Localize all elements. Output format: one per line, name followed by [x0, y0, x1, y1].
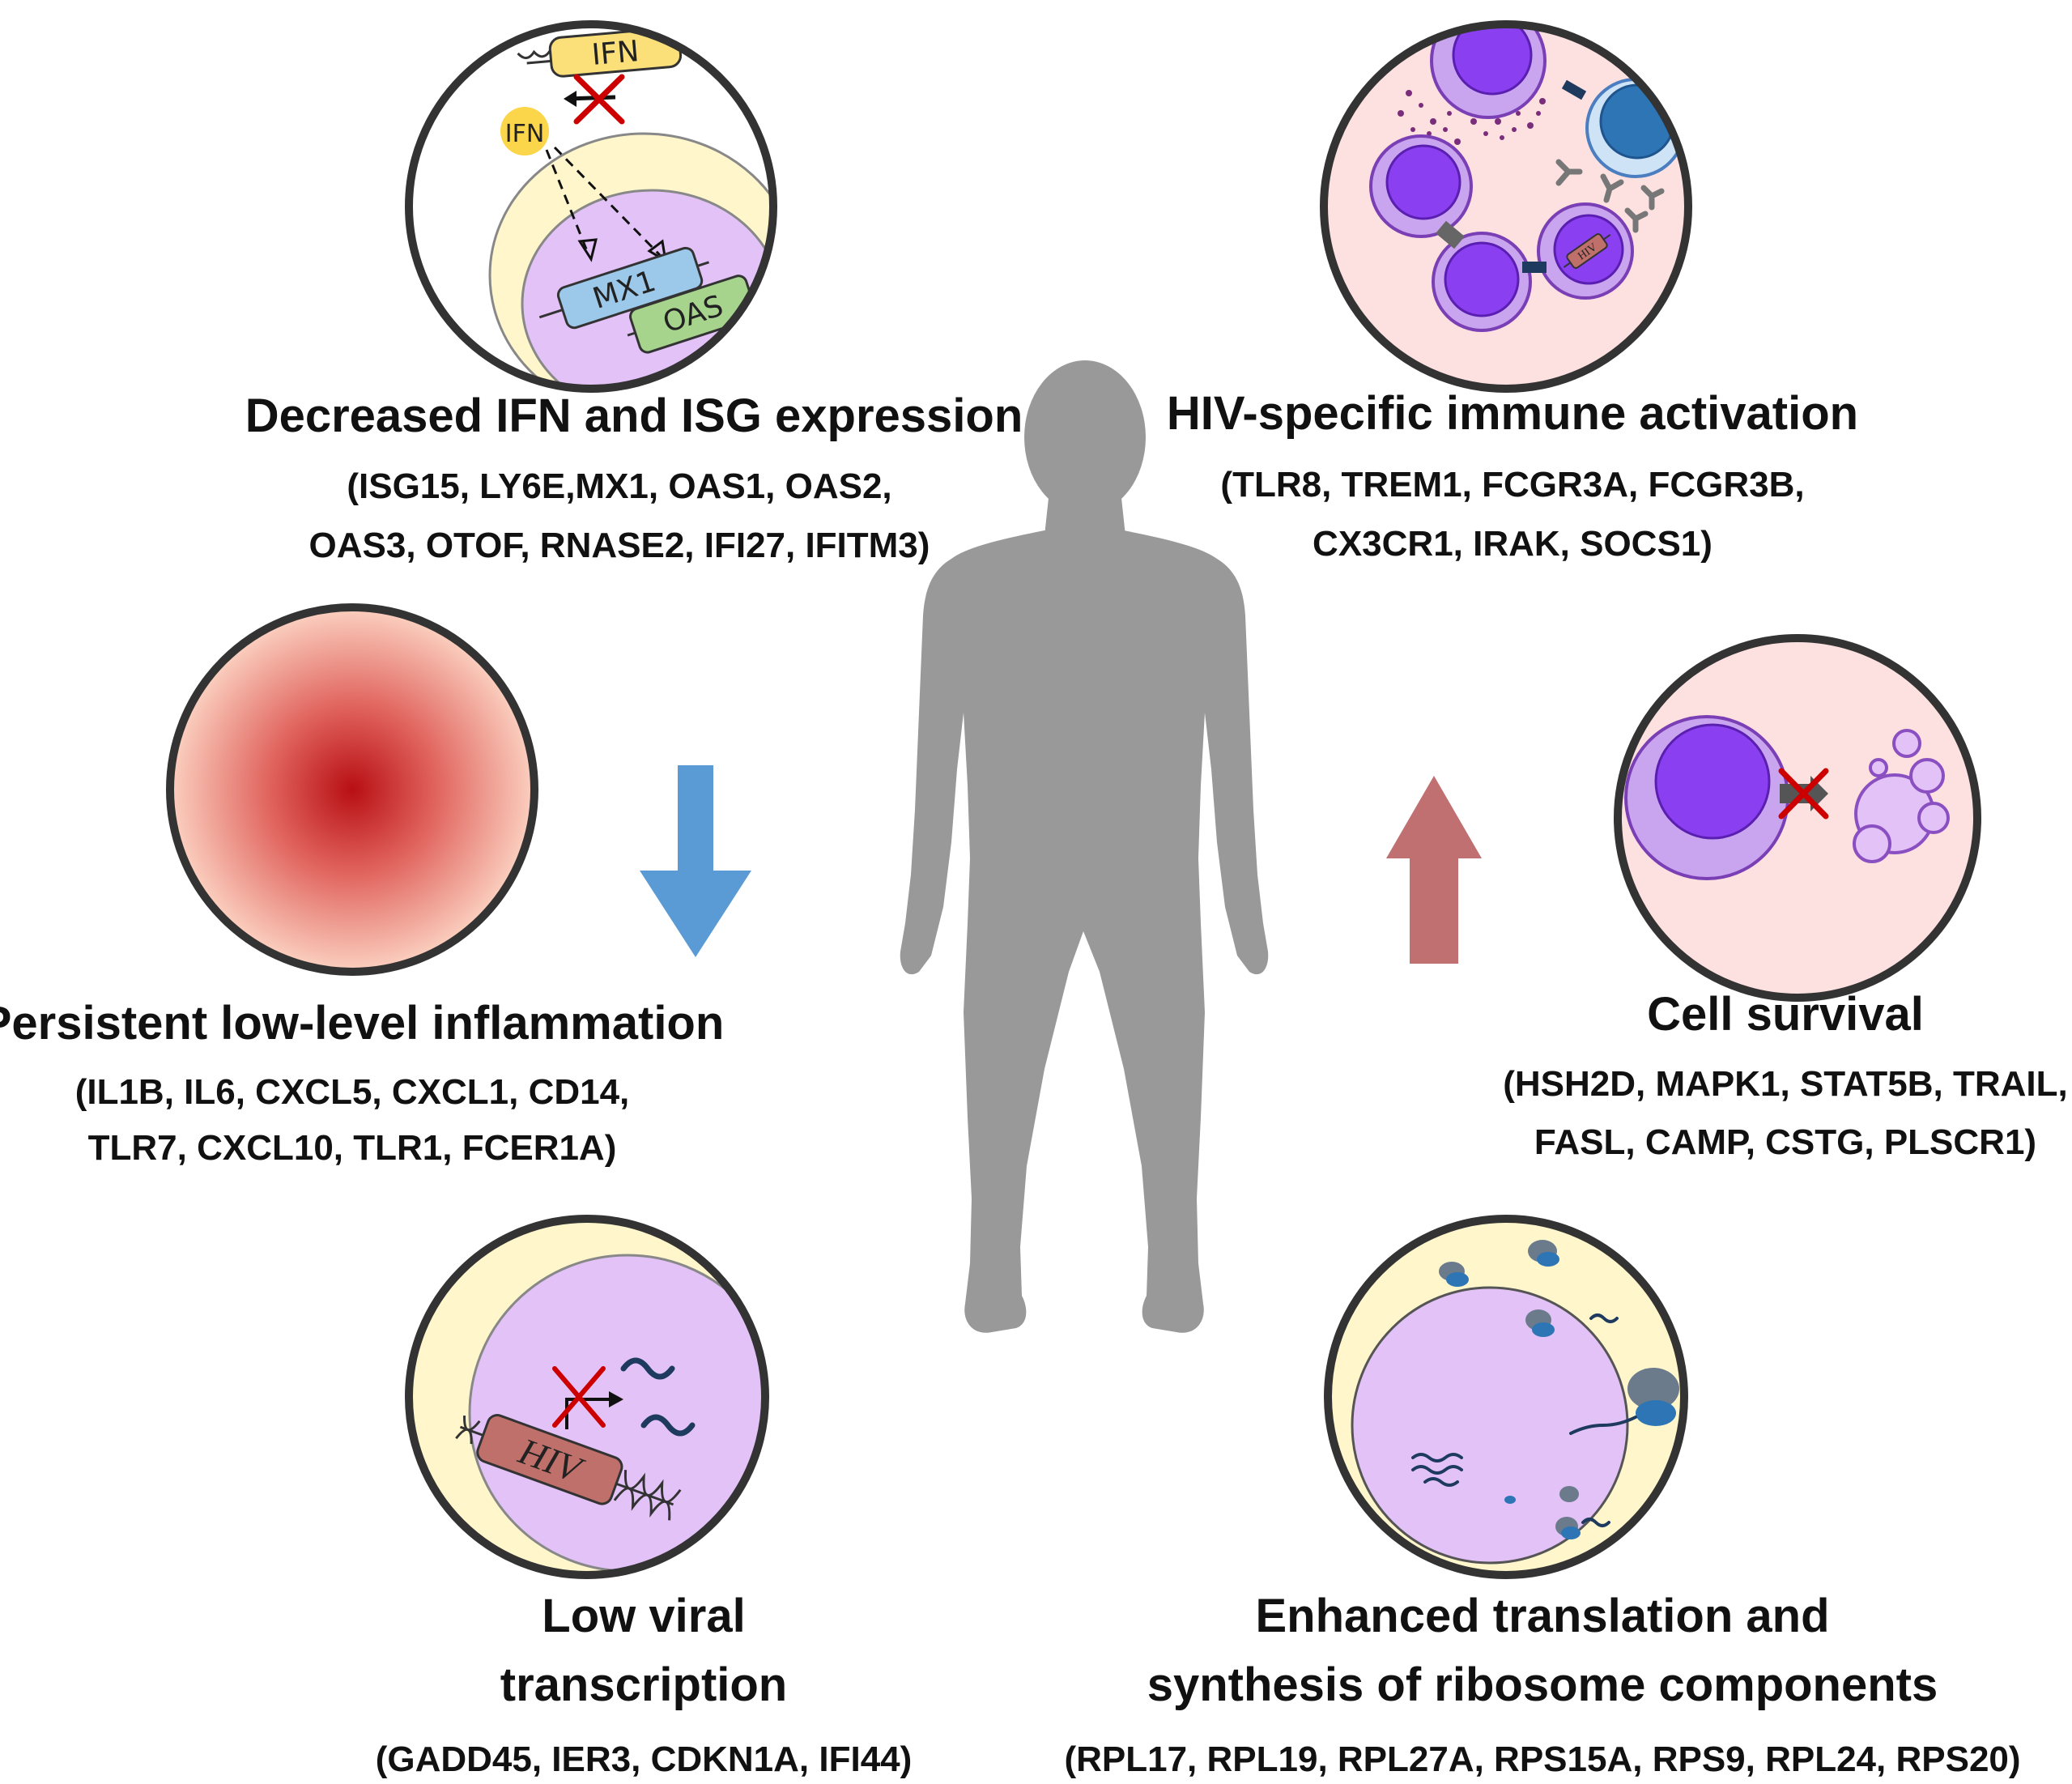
translation-genes-line1: (RPL17, RPL19, RPL27A, RPS15A, RPS9, RPL… [1064, 1739, 2020, 1779]
ifn-molecule [500, 107, 549, 155]
translation-title-line1: Enhanced translation and [1256, 1590, 1830, 1642]
inflammation-panel-illustration [166, 603, 538, 976]
survival-panel-illustration [1614, 634, 1981, 1002]
inflammation-genes-line1: (IL1B, IL6, CXCL5, CXCL1, CD14, [75, 1072, 630, 1112]
inhibition-x-icon [1778, 768, 1829, 820]
survival-genes-line2: FASL, CAMP, CSTG, PLSCR1) [1534, 1122, 2036, 1162]
decrease-arrow [640, 765, 751, 957]
ifn-molecule-label: IFN [505, 120, 545, 148]
ifn-gene-label: IFN [590, 35, 640, 72]
ifn-title: Decreased IFN and ISG expression [245, 390, 1023, 442]
inflammation-title: Persistent low-level inflammation [0, 997, 724, 1050]
inflammation-genes-line2: TLR7, CXCL10, TLR1, FCER1A) [88, 1128, 617, 1168]
inhibition-x-icon [573, 74, 625, 125]
hiv-gene [476, 1414, 623, 1505]
viral-genes-line1: (GADD45, IER3, CDKN1A, IFI44) [376, 1739, 913, 1779]
viral-panel-illustration: HIV [405, 1215, 769, 1579]
hiv-provirus [1566, 233, 1608, 269]
ifn-panel-illustration: IFN IFN MX1 [405, 20, 777, 393]
survival-title: Cell survival [1647, 988, 1924, 1041]
human-silhouette [900, 360, 1269, 1333]
viral-title-line1: Low viral [542, 1590, 745, 1642]
ifn-genes-line1: (ISG15, LY6E,MX1, OAS1, OAS2, [347, 466, 891, 506]
viral-title-line2: transcription [500, 1658, 788, 1711]
translation-title-line2: synthesis of ribosome components [1147, 1658, 1938, 1711]
increase-arrow [1386, 776, 1482, 964]
immune-title: HIV-specific immune activation [1167, 387, 1858, 440]
immune-panel-illustration: HIV [1320, 20, 1692, 393]
ifn-genes-line2: OAS3, OTOF, RNASE2, IFI27, IFITM3) [309, 526, 930, 565]
immune-genes-line1: (TLR8, TREM1, FCGR3A, FCGR3B, [1220, 465, 1804, 505]
immune-genes-line2: CX3CR1, IRAK, SOCS1) [1313, 524, 1712, 564]
survival-genes-line1: (HSH2D, MAPK1, STAT5B, TRAIL, [1503, 1064, 2068, 1104]
inhibition-x-icon [552, 1366, 606, 1428]
translation-panel-illustration [1324, 1215, 1688, 1579]
